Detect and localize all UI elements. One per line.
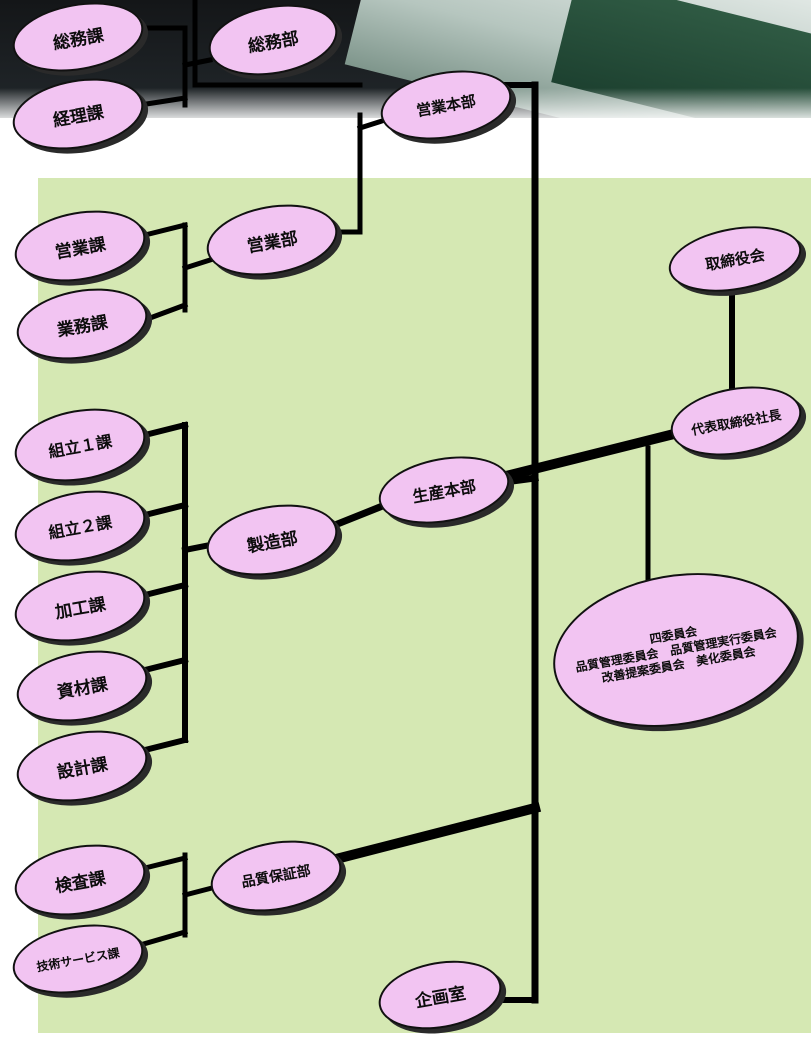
materials-link bbox=[141, 656, 189, 674]
quality-link bbox=[333, 801, 542, 865]
inspection-link bbox=[141, 854, 189, 872]
manufacturing-link bbox=[330, 500, 390, 530]
sections-to-quality bbox=[181, 884, 216, 899]
admin-bottom bbox=[137, 95, 188, 108]
sales-hq-left bbox=[356, 116, 389, 132]
sales-to-dept bbox=[181, 256, 214, 272]
assembly1-link bbox=[141, 421, 189, 439]
assembly2-link bbox=[141, 501, 189, 519]
technical-link bbox=[136, 928, 189, 949]
design-link bbox=[141, 736, 189, 754]
president-link bbox=[503, 423, 697, 482]
sales-bottom bbox=[146, 301, 189, 322]
production-hq-link bbox=[501, 474, 539, 486]
sales-top bbox=[141, 221, 189, 239]
admin-to-dept bbox=[182, 57, 213, 68]
processing-link bbox=[141, 581, 189, 599]
